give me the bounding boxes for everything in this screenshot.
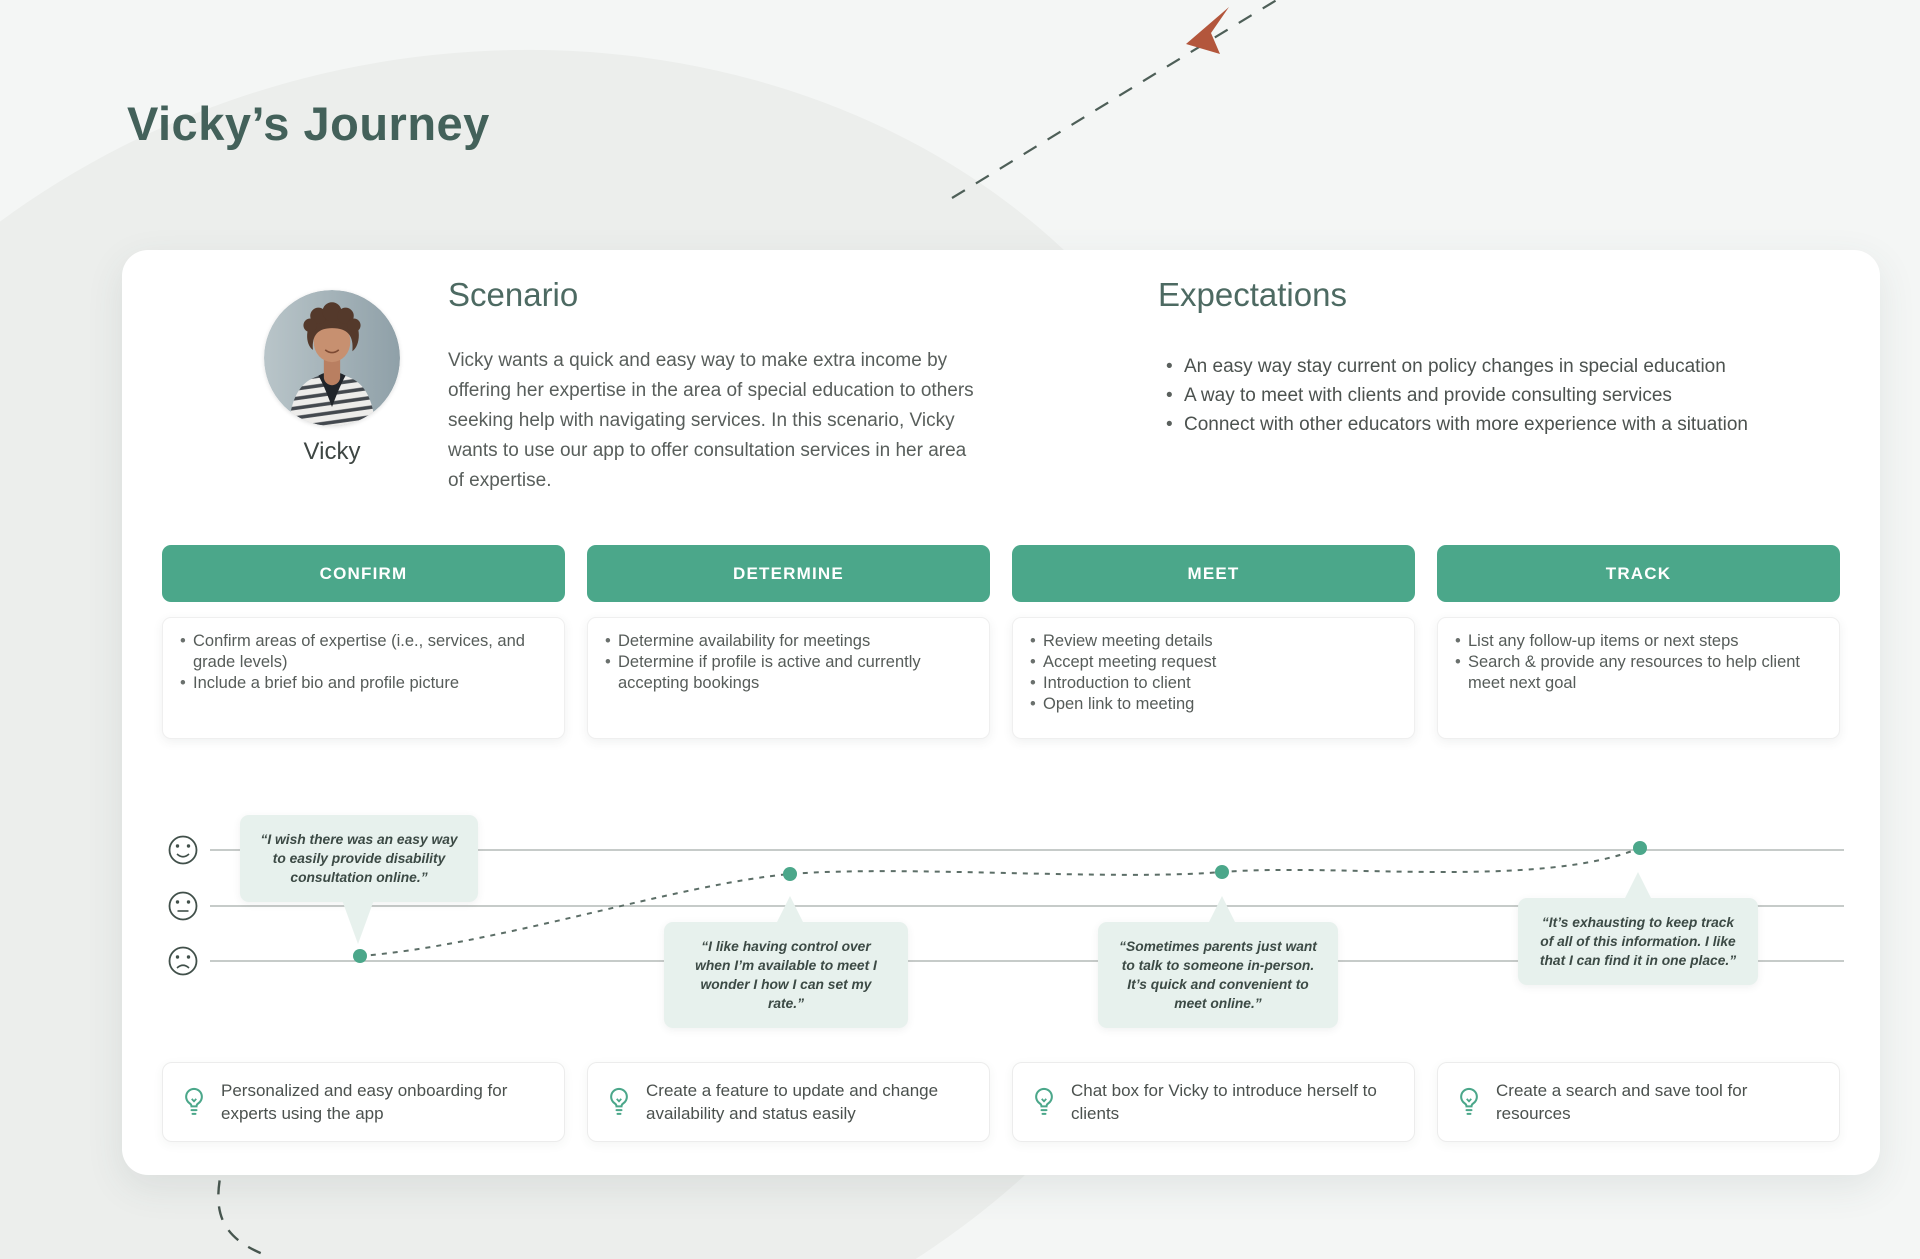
stage-header-determine: DETERMINE [587, 545, 990, 602]
expectations-list: An easy way stay current on policy chang… [1162, 352, 1762, 439]
page-title: Vicky’s Journey [127, 97, 490, 150]
ideas-row: Personalized and easy onboarding for exp… [162, 1062, 1840, 1142]
stage-label: DETERMINE [733, 563, 844, 583]
stage-label: MEET [1187, 563, 1240, 583]
avatar [264, 290, 400, 426]
stage-header-meet: MEET [1012, 545, 1415, 602]
stage-item: Introduction to client [1027, 673, 1400, 694]
lightbulb-icon [610, 1087, 628, 1115]
stage-item: List any follow-up items or next steps [1452, 631, 1825, 652]
expectation-item: Connect with other educators with more e… [1162, 410, 1762, 439]
stages-row: CONFIRM Confirm areas of expertise (i.e.… [162, 545, 1840, 739]
idea-text: Personalized and easy onboarding for exp… [221, 1081, 508, 1123]
stage-track: TRACK List any follow-up items or next s… [1437, 545, 1840, 739]
persona-name: Vicky [303, 438, 361, 465]
idea-card-1: Personalized and easy onboarding for exp… [162, 1062, 565, 1142]
quote-bubble-4: “It’s exhausting to keep track of all of… [1518, 872, 1758, 985]
expectation-item: A way to meet with clients and provide c… [1162, 381, 1762, 410]
stage-item: Include a brief bio and profile picture [177, 673, 550, 694]
neutral-face-icon [168, 891, 198, 921]
stage-item: Search & provide any resources to help c… [1452, 652, 1825, 694]
stage-card-confirm: Confirm areas of expertise (i.e., servic… [162, 617, 565, 739]
journey-emotion-curve [359, 847, 1641, 957]
stage-confirm: CONFIRM Confirm areas of expertise (i.e.… [162, 545, 565, 739]
stage-item: Confirm areas of expertise (i.e., servic… [177, 631, 550, 673]
idea-text: Chat box for Vicky to introduce herself … [1071, 1081, 1377, 1123]
idea-text: Create a feature to update and change av… [646, 1081, 939, 1123]
idea-card-4: Create a search and save tool for resour… [1437, 1062, 1840, 1142]
stage-header-confirm: CONFIRM [162, 545, 565, 602]
journey-point-4 [1633, 841, 1647, 855]
arrowhead-icon [1186, 7, 1229, 54]
idea-card-2: Create a feature to update and change av… [587, 1062, 990, 1142]
stage-item: Determine availability for meetings [602, 631, 975, 652]
dashed-line-top-right [951, 0, 1279, 199]
sad-face-icon [168, 946, 198, 976]
stage-header-track: TRACK [1437, 545, 1840, 602]
stage-label: CONFIRM [319, 563, 408, 583]
lightbulb-icon [185, 1087, 203, 1115]
stage-card-determine: Determine availability for meetings Dete… [587, 617, 990, 739]
idea-text: Create a search and save tool for resour… [1496, 1081, 1748, 1123]
avatar-photo [264, 290, 400, 426]
stage-determine: DETERMINE Determine availability for mee… [587, 545, 990, 739]
happy-face-icon [168, 835, 198, 865]
quote-bubble-3: “Sometimes parents just want to talk to … [1098, 896, 1338, 1028]
idea-card-3: Chat box for Vicky to introduce herself … [1012, 1062, 1415, 1142]
quote-bubble-1: “I wish there was an easy way to easily … [240, 815, 478, 944]
stage-label: TRACK [1605, 563, 1672, 583]
expectation-item: An easy way stay current on policy chang… [1162, 352, 1762, 381]
stage-item: Review meeting details [1027, 631, 1400, 652]
journey-point-3 [1215, 865, 1229, 879]
stage-item: Open link to meeting [1027, 694, 1400, 715]
journey-card: Vicky Scenario Vicky wants a quick and e… [122, 250, 1880, 1175]
lightbulb-icon [1035, 1087, 1053, 1115]
scenario-heading: Scenario [448, 276, 579, 313]
stage-card-track: List any follow-up items or next steps S… [1437, 617, 1840, 739]
stage-item: Determine if profile is active and curre… [602, 652, 975, 694]
stage-item: Accept meeting request [1027, 652, 1400, 673]
stage-meet: MEET Review meeting details Accept meeti… [1012, 545, 1415, 739]
quote-bubble-2: “I like having control over when I’m ava… [664, 896, 908, 1028]
lightbulb-icon [1460, 1087, 1478, 1115]
stage-card-meet: Review meeting details Accept meeting re… [1012, 617, 1415, 739]
journey-point-1 [353, 949, 367, 963]
scenario-text: Vicky wants a quick and easy way to make… [448, 350, 974, 491]
expectations-heading: Expectations [1158, 276, 1347, 313]
journey-point-2 [783, 867, 797, 881]
